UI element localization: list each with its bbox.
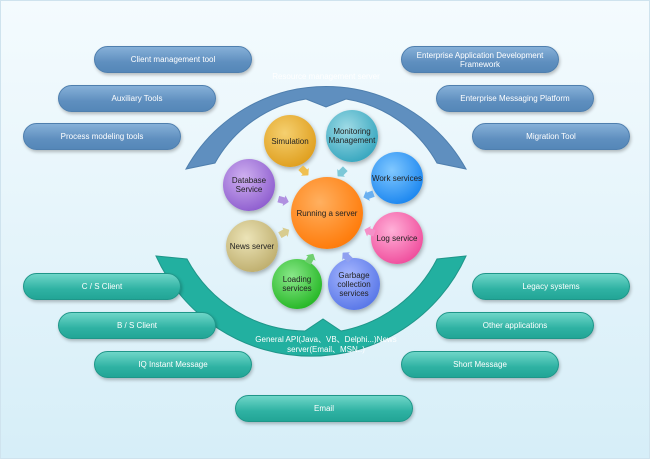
email[interactable]: Email [235,395,413,422]
running-server-circle[interactable]: Running a server [291,177,363,249]
log-service-circle[interactable]: Log service [371,212,423,264]
other-applications[interactable]: Other applications [436,312,594,339]
cs-client[interactable]: C / S Client [23,273,181,300]
garbage-collection-circle[interactable]: Garbage collection services [328,258,380,310]
resource-server-label: Resource management server [272,72,380,81]
bs-client[interactable]: B / S Client [58,312,216,339]
enterprise-app-dev-framework[interactable]: Enterprise Application Development Frame… [401,46,559,73]
news-server-circle[interactable]: News server [226,220,278,272]
client-management-tool[interactable]: Client management tool [94,46,252,73]
migration-tool[interactable]: Migration Tool [472,123,630,150]
database-service-circle[interactable]: Database Service [223,159,275,211]
process-modeling-tools[interactable]: Process modeling tools [23,123,181,150]
enterprise-messaging-platform[interactable]: Enterprise Messaging Platform [436,85,594,112]
work-services-circle[interactable]: Work services [371,152,423,204]
auxiliary-tools[interactable]: Auxiliary Tools [58,85,216,112]
monitoring-circle[interactable]: Monitoring Management [326,110,378,162]
general-api-arc [155,255,467,357]
general-api-label: General API(Java、VB、Delphi...)News serve… [255,335,397,354]
resource-server-arc [185,86,467,170]
legacy-systems[interactable]: Legacy systems [472,273,630,300]
loading-services-circle[interactable]: Loading services [272,259,322,309]
short-message[interactable]: Short Message [401,351,559,378]
iq-instant-message[interactable]: IQ Instant Message [94,351,252,378]
simulation-circle[interactable]: Simulation [264,115,316,167]
